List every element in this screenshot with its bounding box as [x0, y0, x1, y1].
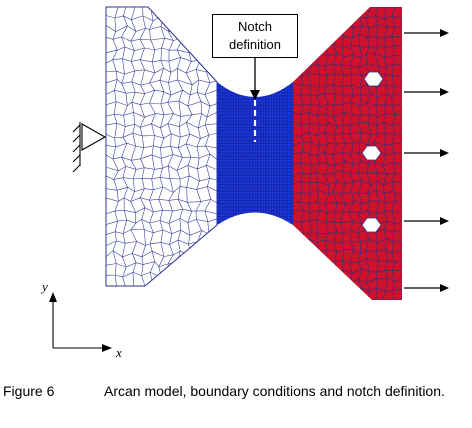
load-arrow-icon [404, 217, 449, 225]
notch-definition-marker [250, 58, 260, 142]
arcan-model-figure [49, 6, 449, 352]
bolt-hole [361, 145, 382, 161]
load-arrow-icon [404, 29, 449, 37]
x-axis-label: x [116, 345, 122, 360]
bolt-hole [361, 217, 382, 233]
left-mesh-region [105, 6, 218, 287]
caption-text: Arcan model, boundary conditions and not… [104, 383, 445, 399]
load-arrows [404, 29, 449, 292]
load-arrow-icon [404, 284, 449, 292]
notch-dense-mesh-region [217, 82, 293, 225]
y-axis-label: y [42, 279, 48, 294]
caption-number: Figure 6 [3, 383, 55, 399]
notch-definition-callout: Notch definition [212, 14, 298, 58]
load-arrow-icon [404, 149, 449, 157]
callout-line-1: Notch [238, 19, 272, 34]
coordinate-axes [49, 292, 112, 352]
fixed-support-icon [72, 122, 107, 173]
right-mesh-region [293, 7, 402, 300]
load-arrow-icon [404, 88, 449, 96]
mesh-lines [106, 7, 217, 286]
callout-line-2: definition [228, 37, 282, 52]
bolt-hole [363, 71, 384, 87]
